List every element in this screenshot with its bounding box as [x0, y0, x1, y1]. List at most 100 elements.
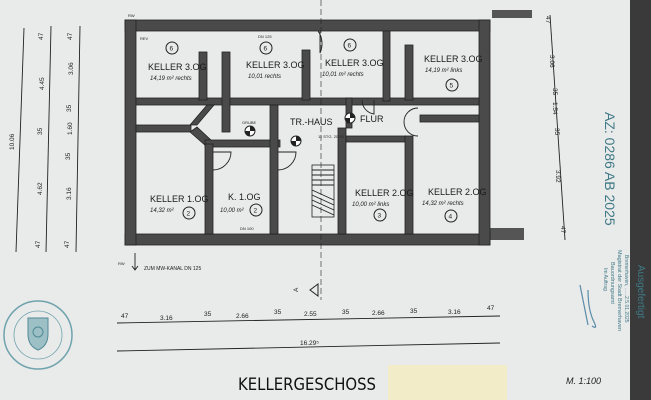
- room-keller-3og-links: KELLER 3.OG 14,19 m² links 5: [424, 54, 483, 92]
- approval-stamp: AZ: 0286 AB 2025 Ausgefertigt Bremerhave…: [579, 112, 646, 331]
- room-area: 10,00 m² links: [352, 202, 389, 208]
- svg-text:35: 35: [66, 104, 73, 112]
- svg-text:47: 47: [38, 32, 45, 40]
- svg-text:47: 47: [121, 313, 129, 320]
- svg-text:16.29⁵: 16.29⁵: [300, 340, 319, 347]
- svg-text:47: 47: [35, 240, 42, 248]
- sticky-note: [388, 365, 507, 400]
- svg-text:1.54: 1.54: [551, 102, 558, 115]
- svg-text:47: 47: [67, 32, 74, 40]
- room-name: KELLER 3.OG: [325, 58, 384, 68]
- svg-text:4.62: 4.62: [37, 182, 44, 195]
- room-keller-3og-rechts-2: 6 KELLER 3.OG 10,01 rechts: [246, 41, 305, 80]
- room-keller-3og-rechts-3: 6 KELLER 3.OG 10,01 m² rechts: [322, 38, 384, 78]
- room-area: 10,00 m²: [220, 208, 245, 214]
- corridor-label: FLUR: [360, 114, 384, 124]
- approval-heading: Ausgefertigt: [635, 265, 646, 319]
- svg-text:3.92: 3.92: [554, 170, 561, 183]
- room-name: KELLER 1.OG: [150, 194, 209, 204]
- svg-text:2.66: 2.66: [236, 313, 249, 320]
- svg-text:10.06: 10.06: [9, 133, 16, 150]
- plan-title: KELLERGESCHOSS: [238, 375, 376, 395]
- wall-fragment: [488, 228, 524, 240]
- svg-text:35: 35: [342, 309, 350, 316]
- room-area: 14,32 m² rechts: [422, 201, 464, 207]
- room-area: 10,01 rechts: [248, 74, 281, 80]
- room-keller-2og-rechts: KELLER 2.OG 14,32 m² rechts 4: [422, 187, 487, 223]
- svg-text:35: 35: [204, 311, 212, 318]
- dn-label: DN 125: [258, 34, 272, 39]
- room-number: 3: [378, 213, 382, 220]
- stair-hall-label: TR.-HAUS: [290, 117, 333, 127]
- drain-label: RW: [118, 261, 125, 266]
- room-name: KELLER 3.OG: [246, 60, 305, 70]
- doors: [212, 30, 419, 171]
- file-number: AZ: 0286 AB 2025: [602, 112, 618, 226]
- room-area: 14,19 m² rechts: [150, 76, 192, 82]
- svg-text:3.16: 3.16: [66, 187, 73, 200]
- svg-text:2.66: 2.66: [372, 310, 385, 317]
- svg-text:47: 47: [544, 16, 551, 24]
- room-area: 14,32 m²: [150, 208, 175, 214]
- section-marker: A: [293, 287, 300, 292]
- wall-fragment: [492, 10, 532, 18]
- bottom-dimension-chain: 47 3.16 35 2.66 35 2.55 35 2.66 35 3.16 …: [116, 305, 501, 352]
- svg-text:47: 47: [559, 226, 566, 234]
- svg-text:2.55: 2.55: [304, 311, 317, 318]
- paper-edge-shadow: [630, 0, 651, 400]
- section-arrow-icon: [309, 283, 319, 297]
- signature: [579, 284, 597, 328]
- city-seal: [3, 300, 73, 370]
- room-area: 10,01 m² rechts: [322, 72, 364, 78]
- drain-label-top: RW: [128, 13, 135, 18]
- svg-text:35: 35: [274, 309, 282, 316]
- room-number: 5: [450, 83, 454, 90]
- room-number: 2: [254, 208, 258, 215]
- pit-label: GRUBE: [242, 120, 257, 125]
- room-number: 6: [348, 43, 352, 50]
- right-dimension-chain: 47 3.06 35 1.54 35 3.92 47: [544, 14, 566, 241]
- room-keller-3og-rechts-1: 6 KELLER 3.OG 14,19 m² rechts: [148, 41, 207, 82]
- level-marker-icon: [244, 112, 356, 147]
- approval-authority: Magistrat der Stadt Bremerhaven: [616, 250, 622, 331]
- svg-text:3.16: 3.16: [160, 315, 173, 322]
- room-keller-2og-links: KELLER 2.OG 10,00 m² links 3: [352, 188, 414, 222]
- room-number: 2: [187, 211, 191, 218]
- svg-text:3.16: 3.16: [448, 309, 461, 316]
- drain-arrow-icon: [131, 253, 139, 271]
- svg-text:35: 35: [553, 128, 560, 136]
- rev-label: REV: [140, 36, 149, 41]
- approval-on-behalf: Im Auftrag: [602, 268, 608, 291]
- room-name: KELLER 2.OG: [428, 187, 487, 197]
- svg-text:3.06: 3.06: [548, 55, 555, 68]
- svg-text:1.60: 1.60: [67, 122, 74, 135]
- room-number: 4: [449, 214, 453, 221]
- svg-text:47: 47: [487, 305, 495, 312]
- svg-text:47: 47: [64, 240, 71, 248]
- approval-place-date: Bremerhaven, ......2.5.01.2025: [623, 255, 629, 323]
- svg-text:3.06: 3.06: [68, 62, 75, 75]
- room-name: KELLER 2.OG: [355, 188, 414, 198]
- left-dimension-chains: 10.06 47 4.45 35 4.62 47 47 3.06 35 1.60…: [9, 25, 81, 253]
- dn100-label: DN 100: [240, 226, 254, 231]
- room-name: K. 1.OG: [228, 192, 261, 202]
- svg-text:35: 35: [37, 127, 44, 135]
- scale-label: M. 1:100: [566, 376, 601, 386]
- staircase: 11 STG. 20/26: [311, 134, 344, 218]
- svg-text:4.45: 4.45: [39, 77, 46, 90]
- room-area: 14,19 m² links: [425, 68, 462, 74]
- svg-text:35: 35: [551, 88, 558, 96]
- room-k-1og: K. 1.OG 10,00 m² 2: [220, 192, 263, 217]
- walls: [124, 19, 491, 246]
- stair-note: 11 STG. 20/26: [318, 134, 344, 139]
- svg-text:35: 35: [65, 152, 72, 160]
- room-keller-1og: KELLER 1.OG 14,32 m² 2: [150, 194, 209, 220]
- approval-office: Bauordnungsamt: [609, 262, 615, 304]
- room-number: 6: [264, 46, 268, 53]
- svg-text:35: 35: [410, 308, 418, 315]
- room-name: KELLER 3.OG: [424, 54, 483, 64]
- room-number: 6: [170, 46, 174, 53]
- room-name: KELLER 3.OG: [148, 62, 207, 72]
